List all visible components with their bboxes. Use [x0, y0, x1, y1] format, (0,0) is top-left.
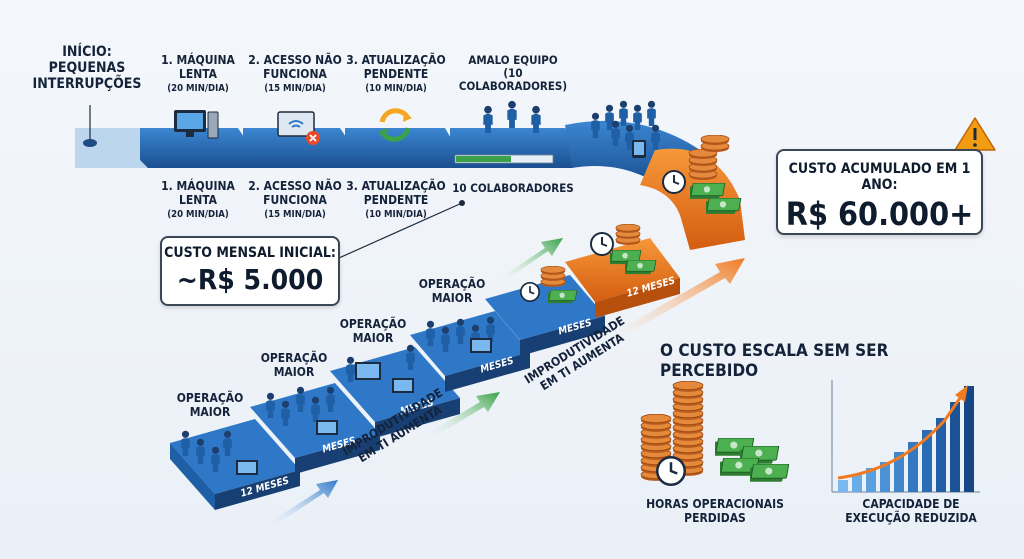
step-top-1-title1: 1. Máquina — [161, 53, 235, 67]
step-bottom-2-title2: Funciona — [263, 192, 327, 207]
step-bottom-1-title2: Lenta — [178, 192, 218, 207]
callout-annual-line2: R$ 60.000+ — [785, 195, 974, 233]
step-bottom-2: 2. Acesso Não Funciona (15 MIN/DIA) — [245, 179, 345, 221]
start-label: INÍCIO: PEQUENAS INTERRUPÇÕES — [30, 44, 144, 92]
callout-monthly-line1: CUSTO MENSAL INICIAL: — [164, 245, 336, 261]
start-line1: INÍCIO: — [62, 44, 112, 60]
start-line3: INTERRUPÇÕES — [32, 76, 142, 93]
legend-capacity-line2: EXECUÇÃO REDUZIDA — [845, 510, 977, 525]
hours-lost-icon — [640, 381, 790, 486]
team-top-label: AMALO EQUIPO (10 COLABORADORES) — [448, 53, 578, 94]
operation-label-1: OPERAÇÃO MAIOR — [175, 391, 245, 420]
team-top-line1: AMALO EQUIPO — [468, 53, 558, 67]
step-top-2: 2. Acesso Não Funciona (15 MIN/DIA) — [245, 53, 345, 95]
operation-3-line2: MAIOR — [352, 330, 394, 345]
start-line2: PEQUENAS — [48, 60, 126, 77]
step-bottom-2-detail: (15 MIN/DIA) — [264, 208, 326, 220]
step-bottom-2-title1: 2. Acesso Não — [248, 179, 342, 193]
step-top-3-title1: 3. Atualização — [346, 53, 446, 67]
team-icon — [454, 100, 554, 164]
step-top-1-title2: Lenta — [178, 66, 218, 81]
step-top-3: 3. Atualização Pendente (10 MIN/DIA) — [344, 53, 448, 95]
operation-2-line2: MAIOR — [273, 364, 315, 379]
legend-capacity-line1: CAPACIDADE DE — [862, 497, 960, 511]
step-bottom-3: 3. Atualização Pendente (10 MIN/DIA) — [344, 179, 448, 221]
step-bottom-1: 1. Máquina Lenta (20 MIN/DIA) — [148, 179, 248, 221]
step-bottom-1-detail: (20 MIN/DIA) — [167, 208, 229, 220]
capacity-chart-icon — [831, 380, 980, 493]
operation-label-2: OPERAÇÃO MAIOR — [258, 351, 330, 380]
operation-1-line1: OPERAÇÃO — [176, 391, 244, 405]
team-bottom-label: 10 COLABORADORES — [452, 181, 574, 195]
callout-monthly-cost: CUSTO MENSAL INICIAL: ~R$ 5.000 — [160, 236, 340, 306]
wifi-error-icon — [277, 111, 320, 145]
trend-arrow-orange — [610, 258, 745, 341]
step-top-2-detail: (15 MIN/DIA) — [264, 82, 326, 94]
operation-label-3: OPERAÇÃO MAIOR — [337, 317, 409, 346]
step-top-2-title2: Funciona — [263, 66, 327, 81]
step-top-3-title2: Pendente — [363, 66, 429, 81]
step-bottom-3-detail: (10 MIN/DIA) — [365, 208, 427, 220]
operation-label-4: OPERAÇÃO MAIOR — [416, 277, 488, 306]
legend-hours-line2: PERDIDAS — [684, 510, 746, 525]
sync-update-icon — [378, 108, 412, 142]
step-bottom-3-title1: 3. Atualização — [346, 179, 446, 193]
callout-monthly-line2: ~R$ 5.000 — [176, 263, 324, 296]
warning-icon — [954, 117, 996, 151]
operation-4-line2: MAIOR — [431, 290, 473, 305]
crowd-icon — [591, 100, 660, 158]
callout-annual-cost: CUSTO ACUMULADO EM 1 ANO: R$ 60.000+ — [776, 149, 983, 235]
trend-arrow-blue — [270, 480, 338, 526]
team-top-line2: (10 COLABORADORES) — [458, 66, 568, 94]
headline: O CUSTO ESCALA SEM SER PERCEBIDO — [660, 341, 889, 381]
operation-1-line2: MAIOR — [189, 404, 231, 419]
trend-arrow-green — [430, 238, 563, 437]
operation-3-line1: OPERAÇÃO — [339, 317, 407, 331]
step-bottom-1-title1: 1. Máquina — [161, 179, 235, 193]
operation-4-line1: OPERAÇÃO — [418, 277, 486, 291]
step-top-1-detail: (20 MIN/DIA) — [167, 82, 229, 94]
monitor-icon — [236, 338, 492, 475]
desktop-computer-icon — [174, 110, 219, 139]
operation-2-line1: OPERAÇÃO — [260, 351, 328, 365]
legend-hours-line1: HORAS OPERACIONAIS — [646, 497, 784, 511]
legend-hours-lost: HORAS OPERACIONAIS PERDIDAS — [630, 497, 800, 526]
callout-connector — [329, 202, 463, 263]
step-bottom-3-title2: Pendente — [363, 192, 429, 207]
callout-annual-line1: CUSTO ACUMULADO EM 1 ANO: — [788, 161, 971, 193]
legend-capacity: CAPACIDADE DE EXECUÇÃO REDUZIDA — [836, 497, 986, 526]
step-top-1: 1. Máquina Lenta (20 MIN/DIA) — [148, 53, 248, 95]
step-top-3-detail: (10 MIN/DIA) — [365, 82, 427, 94]
step-top-2-title1: 2. Acesso Não — [248, 53, 342, 67]
